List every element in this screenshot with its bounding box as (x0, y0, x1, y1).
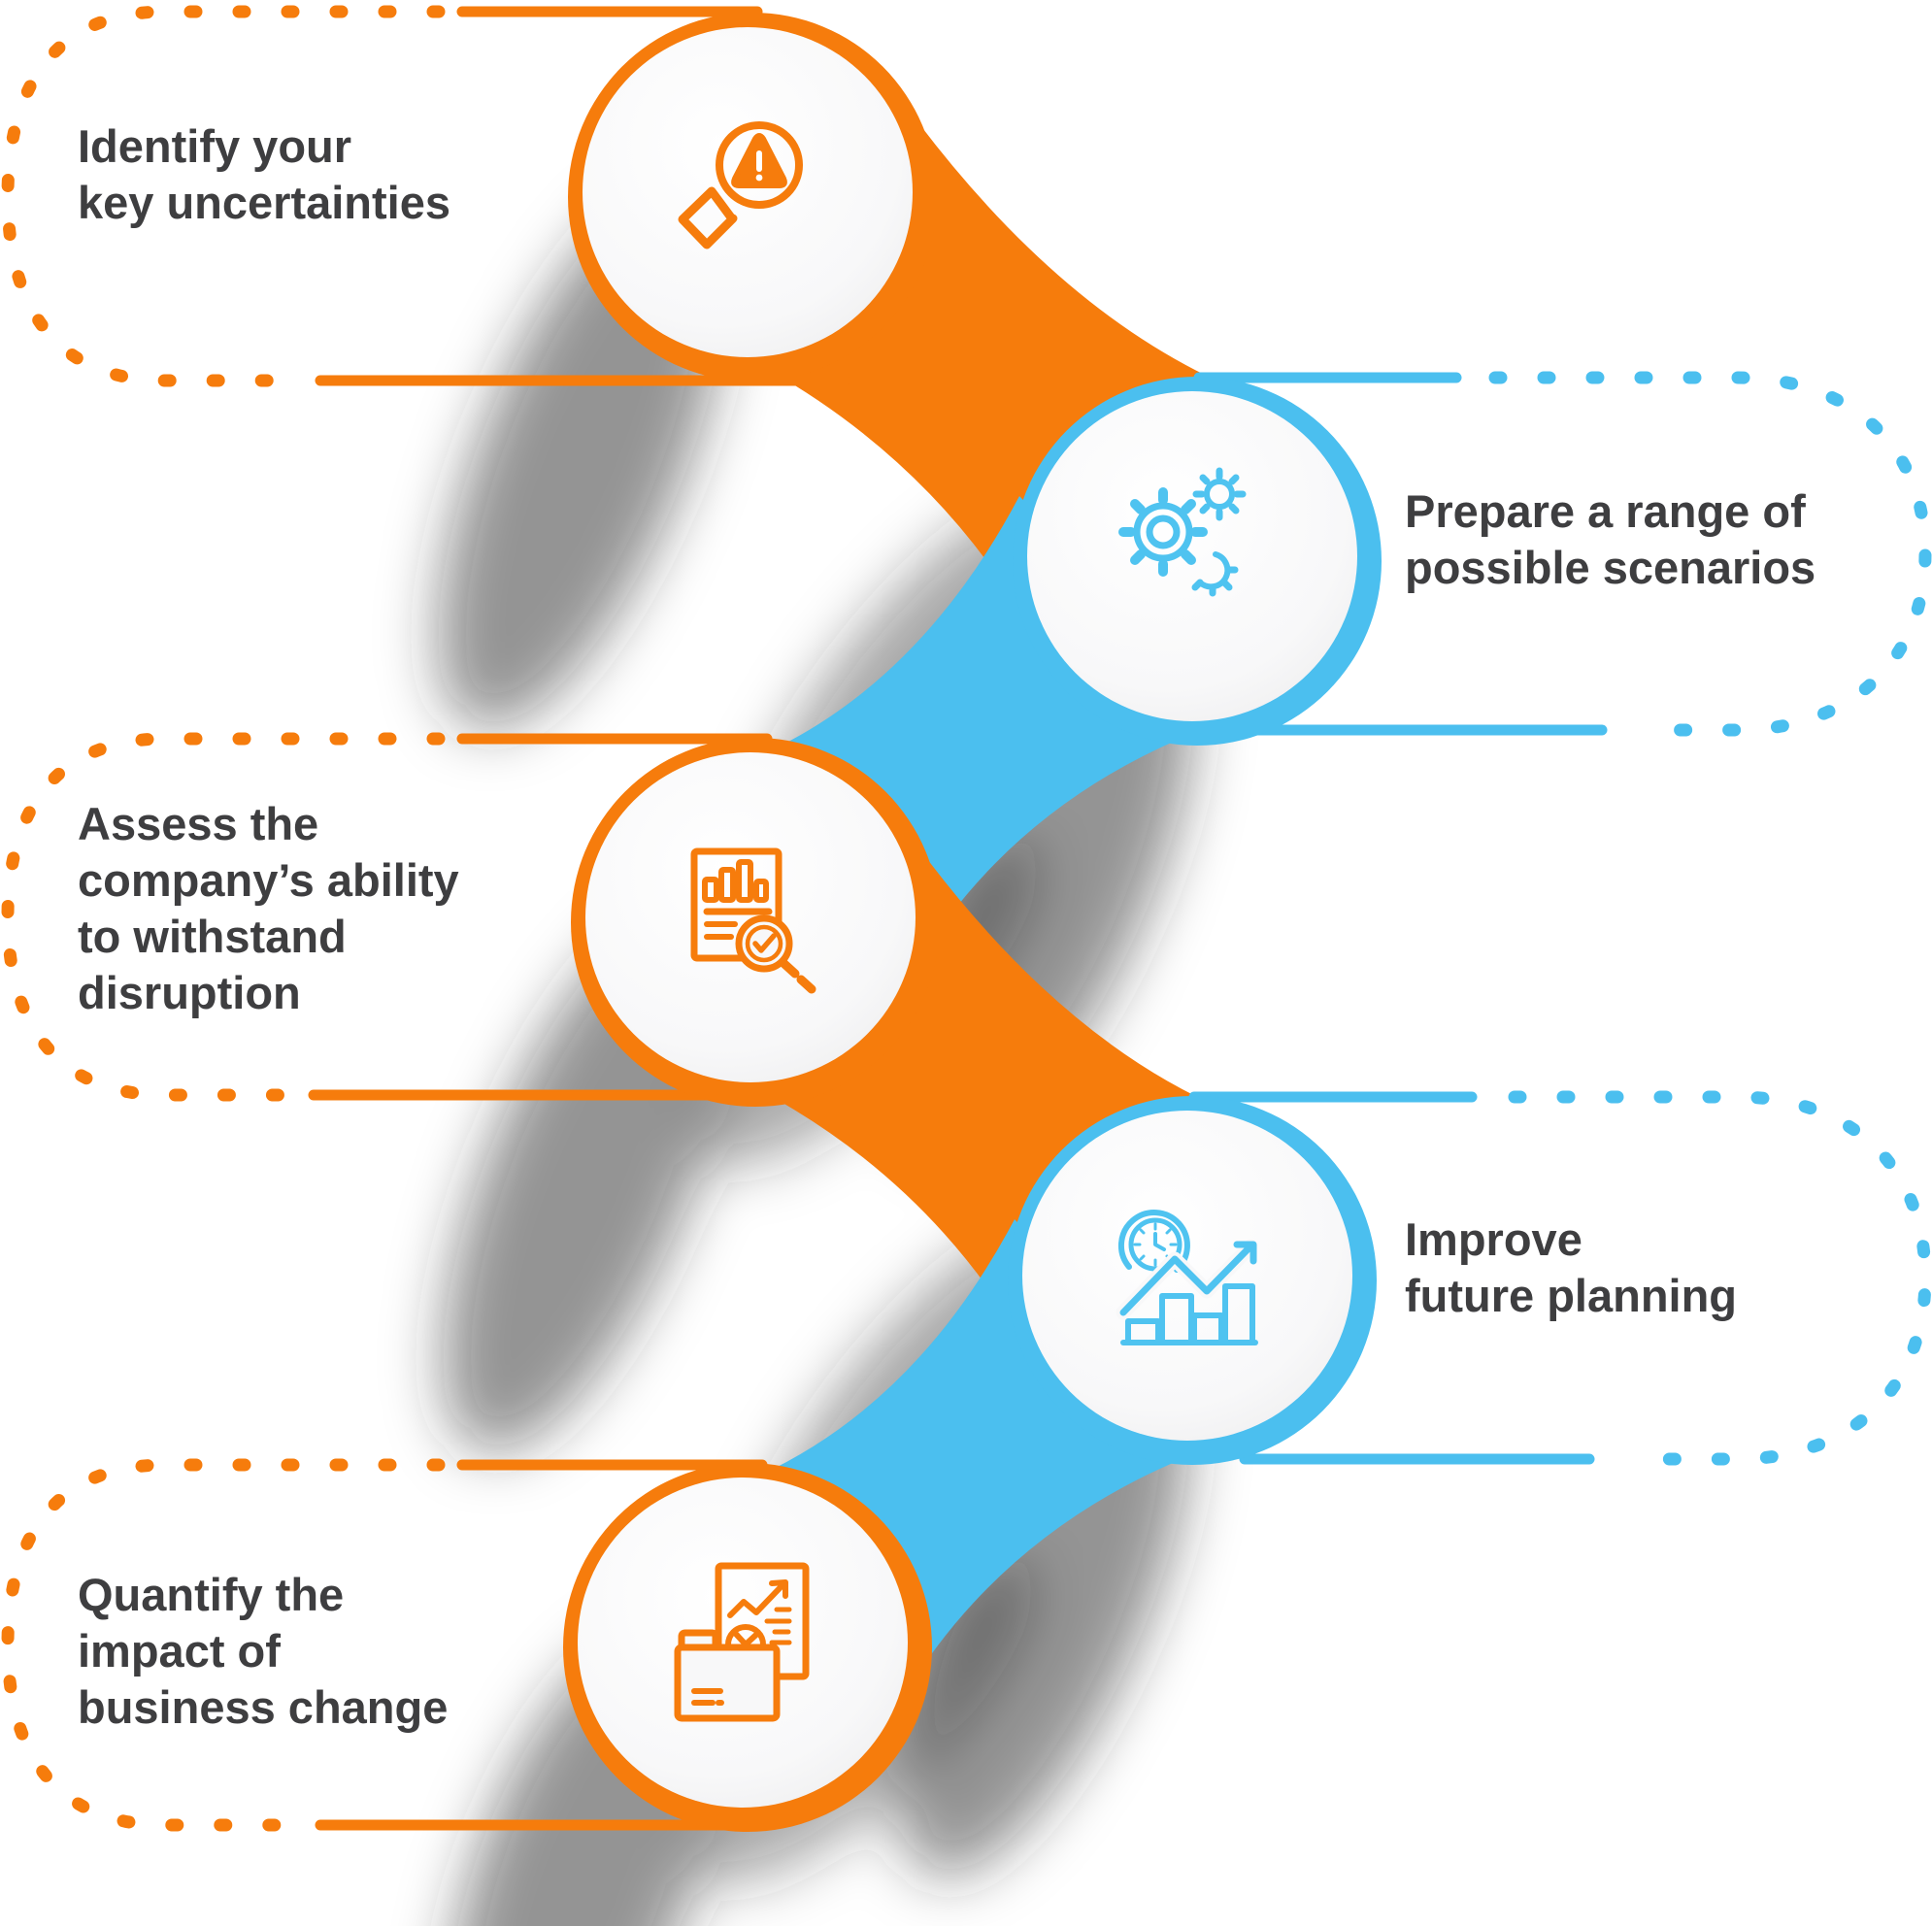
step-1-label-line-2: key uncertainties (78, 177, 451, 228)
clock-hands (1153, 1232, 1166, 1251)
check-mark (752, 933, 777, 953)
gears-icon (1118, 467, 1247, 597)
magnifier-handle (678, 186, 738, 249)
trend-line (1119, 1243, 1254, 1316)
solid-line-layer (308, 6, 1608, 1831)
sheet-trend-line (727, 1584, 783, 1618)
step-3-label-line-2: company’s ability (78, 854, 459, 906)
step-5-label-line-1: Quantify the (78, 1569, 345, 1620)
gear-small (1192, 467, 1247, 521)
check-magnifier-handle-2 (796, 975, 816, 994)
report-sheet (690, 847, 783, 962)
step-3-label-line-1: Assess the (78, 798, 319, 849)
sheet-dashes (764, 1607, 792, 1645)
clock-growth-icon (1116, 1210, 1258, 1345)
growth-bars (1120, 1283, 1258, 1345)
step-3-face (585, 752, 916, 1082)
circle-layer (563, 13, 1382, 1832)
report-bars (702, 859, 769, 903)
gear-partial (1191, 551, 1239, 597)
step-4-label-line-2: future planning (1405, 1270, 1738, 1321)
step-2-label-line-2: possible scenarios (1405, 542, 1816, 593)
trend-arrowhead (1233, 1241, 1257, 1265)
step-2-circle (1013, 377, 1382, 746)
magnifier-alert-icon (678, 121, 803, 249)
step-3-label: Assess the company’s ability to withstan… (78, 796, 459, 1021)
folder-body (674, 1644, 781, 1722)
step-5-label: Quantify the impact of business change (78, 1567, 448, 1736)
step-4-label-line-1: Improve (1405, 1213, 1582, 1265)
folder-lines (691, 1688, 724, 1706)
lens-circle (716, 121, 803, 209)
step-3-label-line-4: disruption (78, 967, 301, 1018)
dotted-loop-layer (1, 5, 1932, 1832)
gear-large (1118, 487, 1208, 577)
step-2-label-line-1: Prepare a range of (1405, 485, 1806, 537)
step-1-circle (568, 13, 937, 382)
step-1-label: Identify your key uncertainties (78, 118, 450, 231)
step-4-dotted-loop (1508, 1090, 1932, 1466)
sheet-trend-arrowhead (769, 1579, 788, 1599)
folder-report-icon (674, 1562, 810, 1722)
check-magnifier-inner (745, 924, 783, 963)
clock (1117, 1210, 1190, 1273)
step-5-label-line-2: impact of (78, 1625, 281, 1677)
step-3-label-line-3: to withstand (78, 911, 347, 962)
report-check-icon (690, 847, 816, 994)
check-magnifier-handle-1 (780, 959, 800, 979)
step-1-label-line-1: Identify your (78, 120, 352, 172)
step-3-dotted-loop (1, 732, 446, 1102)
step-5-label-line-3: business change (78, 1681, 449, 1733)
step-1-face (583, 27, 913, 357)
step-4-label: Improve future planning (1405, 1212, 1737, 1324)
step-2-dotted-loop (1488, 371, 1932, 737)
step-5-dotted-loop (1, 1458, 446, 1832)
exclamation-dot (755, 174, 763, 182)
step-2-label: Prepare a range of possible scenarios (1405, 483, 1815, 596)
